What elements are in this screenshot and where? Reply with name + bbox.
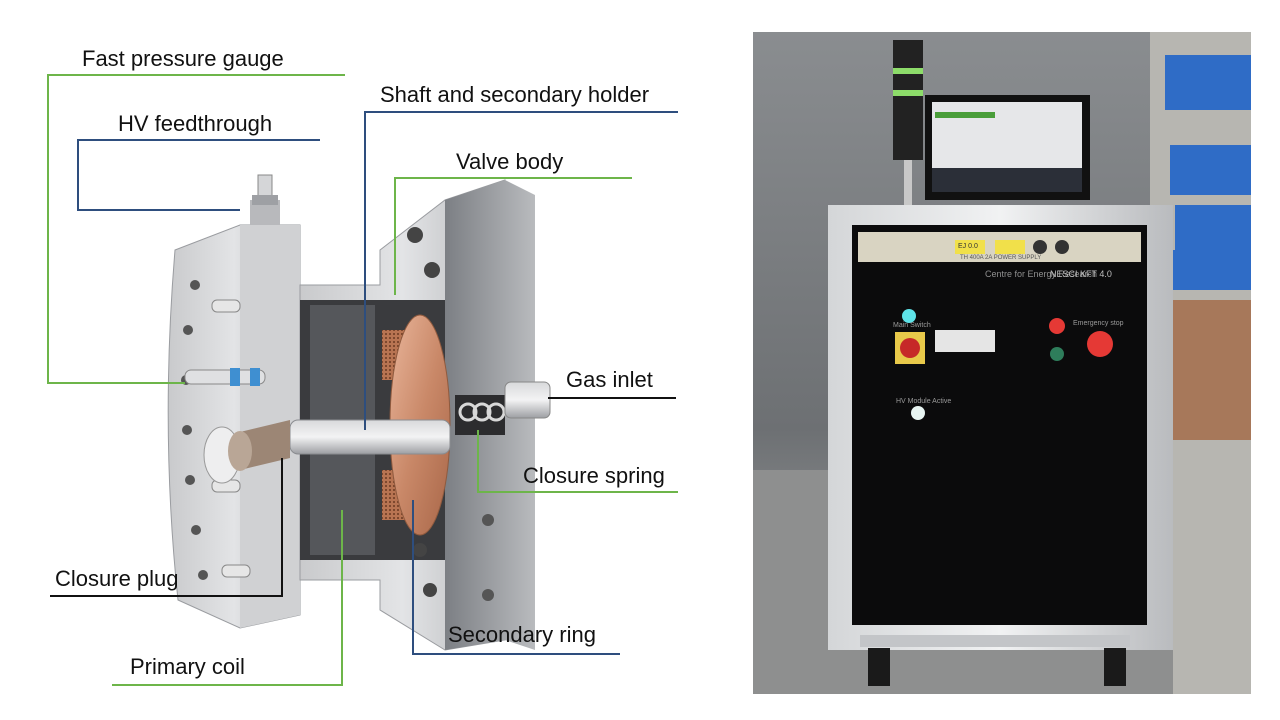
label-fast-pressure-gauge: Fast pressure gauge <box>82 46 284 71</box>
panel-main-switch-text: Main Switch <box>893 322 931 329</box>
primary-coil-leader <box>112 510 343 686</box>
power-indicator <box>902 309 916 323</box>
label-gas-inlet: Gas inlet <box>566 367 653 392</box>
closure-spring-leader <box>477 430 678 493</box>
secondary-ring-leader <box>412 500 620 655</box>
panel-logo-text-2: NESCI KFT 4.0 <box>1050 269 1112 279</box>
fast-pressure-gauge-leader <box>47 74 345 384</box>
closure-spring-part <box>455 395 506 435</box>
label-hv-feedthrough: HV feedthrough <box>118 111 273 136</box>
label-secondary-ring: Secondary ring <box>448 622 596 647</box>
panel-logo-text: Centre for Energy Research <box>985 269 1098 279</box>
panel-psu-text: TH 400A 2A POWER SUPPLY <box>960 255 1042 261</box>
panel-dmm-text: EJ 0.0 <box>958 243 978 250</box>
panel-emergency-text: Emergency stop <box>1073 320 1124 327</box>
valve-body-left-flange <box>167 224 301 629</box>
label-shaft-secondary-holder: Shaft and secondary holder <box>380 82 650 107</box>
label-closure-plug: Closure plug <box>55 566 179 591</box>
label-primary-coil: Primary coil <box>130 654 245 679</box>
panel-hv-module-text: HV Module Active <box>896 398 952 405</box>
hv-feedthrough-leader <box>77 139 320 211</box>
label-closure-spring: Closure spring <box>523 463 665 488</box>
shaft-secondary-holder-leader <box>364 111 678 430</box>
cabinet <box>828 205 1173 686</box>
label-valve-body: Valve body <box>456 149 564 174</box>
emergency-stop <box>1087 331 1113 357</box>
fast-pressure-gauge-part <box>184 368 266 386</box>
hv-module-indicator <box>911 406 925 420</box>
valve-body-leader <box>394 177 632 295</box>
gas-inlet-part <box>504 381 551 419</box>
hv-feedthrough-part <box>250 174 280 225</box>
signal-tower <box>893 40 923 160</box>
shelf-bins <box>1165 55 1251 290</box>
shaft-part <box>228 419 451 471</box>
closure-plug-leader <box>50 458 283 597</box>
